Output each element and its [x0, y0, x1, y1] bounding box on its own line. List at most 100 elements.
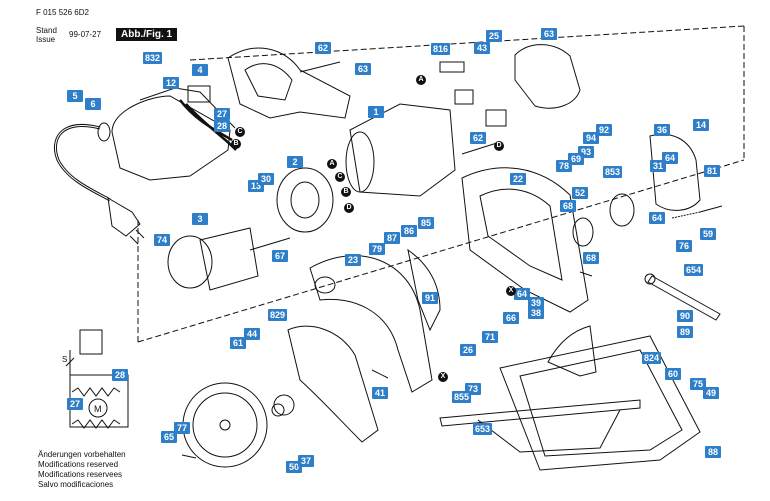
base-plate-inner [519, 349, 683, 457]
flange-outer [273, 394, 295, 416]
part-label: 64 [662, 152, 678, 164]
handle-half-right [227, 47, 351, 119]
part-label: 27 [67, 398, 83, 410]
long-screw [579, 271, 593, 277]
wrench [647, 275, 721, 321]
footer-notice: Änderungen vorbehalten Modifications res… [38, 450, 126, 490]
wrench-head [644, 273, 656, 285]
part-label: 67 [272, 250, 288, 262]
saw-blade-inner [192, 392, 258, 458]
part-label: 41 [372, 387, 388, 399]
part-label: 61 [230, 337, 246, 349]
power-cord [53, 124, 111, 202]
part-label: 76 [676, 240, 692, 252]
part-label: 71 [482, 331, 498, 343]
part-label: 30 [258, 173, 274, 185]
part-label: 86 [401, 225, 417, 237]
boundary-line-top [189, 25, 745, 61]
part-label: 653 [473, 423, 493, 435]
part-label: 23 [345, 254, 361, 266]
part-label: 44 [244, 328, 260, 340]
doc-number: F 015 526 6D2 [36, 8, 89, 17]
figure-label: Abb./Fig. 1 [116, 28, 178, 41]
brush-holder [454, 89, 474, 105]
riving-knife [407, 248, 441, 332]
part-label: 88 [705, 446, 721, 458]
part-label: 26 [460, 344, 476, 356]
handle-half-right-inner [244, 63, 293, 101]
part-label: 94 [583, 132, 599, 144]
cord-sleeve [97, 122, 111, 142]
part-label: 85 [418, 217, 434, 229]
part-label: 60 [665, 368, 681, 380]
spindle-bearing [572, 217, 594, 247]
connector-marker: D [344, 203, 354, 213]
armature-body [199, 227, 259, 291]
part-label: 5 [67, 90, 83, 102]
connector-marker: A [416, 75, 426, 85]
footer-line: Änderungen vorbehalten [38, 450, 126, 459]
armature-fan [167, 235, 213, 289]
part-label: 81 [704, 165, 720, 177]
coil-top [71, 387, 121, 397]
part-label: 853 [603, 166, 623, 178]
flange-washer [271, 403, 285, 417]
brush-cover [514, 44, 581, 109]
motor-housing [349, 103, 456, 197]
part-label: 90 [677, 310, 693, 322]
spring [671, 211, 701, 219]
power-cord-inner [54, 125, 111, 201]
part-label: 66 [503, 312, 519, 324]
guard-hub [314, 276, 336, 294]
part-label: 6 [85, 98, 101, 110]
part-label: 36 [654, 124, 670, 136]
parallel-guide [439, 399, 641, 427]
bearing-flange [649, 133, 701, 211]
part-label: 38 [528, 307, 544, 319]
footer-line: Salvo modificaciones [38, 480, 114, 489]
connector-marker: C [235, 127, 245, 137]
connector-marker: X [506, 286, 516, 296]
part-label: 1 [368, 106, 384, 118]
part-label: 39 [528, 297, 544, 309]
stand-label: Stand [36, 26, 57, 35]
blade-guard-lower [287, 325, 379, 443]
part-label: 62 [470, 132, 486, 144]
part-label: 832 [143, 52, 163, 64]
part-label: 4 [192, 64, 208, 76]
long-screw [461, 141, 501, 155]
motor-symbol [88, 398, 108, 418]
issue-date: 99-07-27 [69, 30, 102, 39]
part-label: 69 [568, 153, 584, 165]
connector-marker: D [494, 141, 504, 151]
part-label: 654 [684, 264, 704, 276]
connector-marker: C [335, 172, 345, 182]
part-label: 68 [583, 252, 599, 264]
part-label: 68 [560, 200, 576, 212]
part-label: 74 [154, 234, 170, 246]
handle-housing [111, 95, 231, 181]
part-label: 64 [514, 288, 530, 300]
connector-marker: A [327, 159, 337, 169]
part-label: 64 [649, 212, 665, 224]
brush-spring [439, 61, 465, 73]
switch-symbol-label: S [62, 355, 67, 364]
part-label: 2 [287, 156, 303, 168]
part-label: 43 [474, 42, 490, 54]
connector-marker: X [438, 372, 448, 382]
part-label: 14 [693, 119, 709, 131]
screw-65 [181, 454, 197, 459]
part-label: 59 [700, 228, 716, 240]
motor-housing-end [345, 131, 375, 193]
base-plate [499, 335, 701, 471]
part-label: 49 [703, 387, 719, 399]
spindle-gear [609, 193, 635, 227]
gear-housing [461, 167, 589, 313]
part-label: 62 [315, 42, 331, 54]
part-label: 28 [112, 369, 128, 381]
part-label: 37 [298, 455, 314, 467]
part-label: 824 [642, 352, 662, 364]
part-label: 829 [268, 309, 288, 321]
issue-label: Issue [36, 35, 56, 44]
